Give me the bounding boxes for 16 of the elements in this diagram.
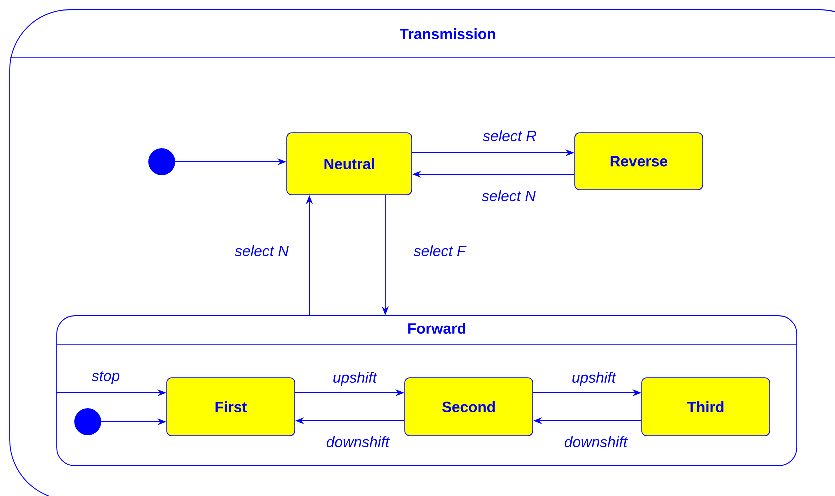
edge-label: upshift bbox=[334, 372, 378, 386]
initial-state-dot bbox=[148, 148, 176, 176]
state-box: First bbox=[166, 378, 296, 436]
edge-label: downshift bbox=[326, 436, 390, 448]
state-box: Neutral bbox=[286, 132, 412, 196]
state-box: Reverse bbox=[574, 132, 704, 190]
edge-label: select F bbox=[414, 246, 467, 256]
edge-label: select N bbox=[235, 246, 289, 256]
edge-label: upshift bbox=[572, 372, 617, 386]
state-box: Second bbox=[404, 378, 534, 436]
edge-label: select N bbox=[482, 190, 536, 202]
initial-state-dot bbox=[74, 408, 102, 436]
edge-label: stop bbox=[92, 372, 120, 384]
edge-label: downshift bbox=[564, 436, 628, 448]
state-box: Third bbox=[642, 378, 770, 436]
edge-label: select R bbox=[483, 130, 537, 142]
